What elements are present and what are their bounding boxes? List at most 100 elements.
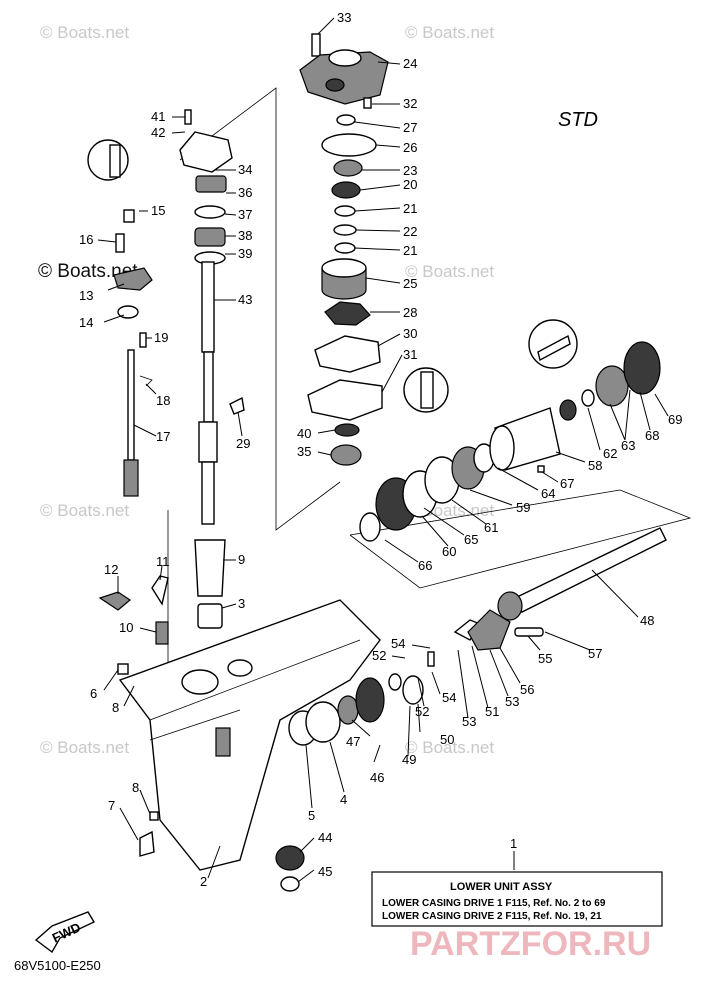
callout-26: 26	[403, 140, 417, 155]
callout-28: 28	[403, 305, 417, 320]
watermarks: © Boats.net © Boats.net © Boats.net © Bo…	[38, 23, 494, 757]
callout-21: 21	[403, 201, 417, 216]
callout-42: 42	[151, 125, 165, 140]
callout-33: 33	[337, 10, 351, 25]
callout-59: 59	[516, 500, 530, 515]
callout-45: 45	[318, 864, 332, 879]
reverse-gear-group	[359, 443, 495, 542]
callout-54b: 54	[442, 690, 456, 705]
callout-19: 19	[154, 330, 168, 345]
drive-shaft-assembly	[179, 109, 245, 629]
callout-48: 48	[640, 613, 654, 628]
std-label: STD	[558, 109, 598, 131]
callout-37: 37	[238, 207, 252, 222]
callout-7: 7	[108, 798, 115, 813]
callout-52b: 52	[415, 704, 429, 719]
callout-51: 51	[485, 704, 499, 719]
legend-line-2: LOWER CASING DRIVE 2 F115, Ref. No. 19, …	[382, 911, 602, 922]
callout-43: 43	[238, 292, 252, 307]
callout-20: 20	[403, 177, 417, 192]
callout-39: 39	[238, 246, 252, 261]
shift-rod-assembly	[87, 139, 153, 497]
callout-13: 13	[79, 288, 93, 303]
watermark-text: © Boats.net	[40, 501, 129, 520]
callout-49: 49	[402, 752, 416, 767]
callout-9: 9	[238, 552, 245, 567]
legend-ref: 1	[510, 836, 517, 851]
callout-46: 46	[370, 770, 384, 785]
callout-30: 30	[403, 326, 417, 341]
callout-56: 56	[520, 682, 534, 697]
watermark-text: © Boats.net	[40, 23, 129, 42]
callout-2: 2	[200, 874, 207, 889]
callout-67: 67	[560, 476, 574, 491]
legend-line-1: LOWER CASING DRIVE 1 F115, Ref. No. 2 to…	[382, 898, 606, 909]
callout-12: 12	[104, 562, 118, 577]
callout-60: 60	[442, 544, 456, 559]
callout-65: 65	[464, 532, 478, 547]
watermark-text: © Boats.net	[38, 261, 138, 282]
callout-64: 64	[541, 486, 555, 501]
leader-lines	[97, 17, 669, 883]
callout-27: 27	[403, 120, 417, 135]
callout-5: 5	[308, 808, 315, 823]
callout-41: 41	[151, 109, 165, 124]
callout-44: 44	[318, 830, 332, 845]
callout-3: 3	[238, 596, 245, 611]
callout-29: 29	[236, 436, 250, 451]
callout-36: 36	[238, 185, 252, 200]
callout-24: 24	[403, 56, 417, 71]
callout-58: 58	[588, 458, 602, 473]
legend-box: 1 LOWER UNIT ASSY LOWER CASING DRIVE 1 F…	[371, 836, 663, 927]
water-pump-housing	[299, 33, 389, 109]
callout-numbers: 33 24 3 2 27 26 23 20 21 22 21 25 28 30 3…	[79, 10, 682, 889]
propeller-shaft	[497, 527, 667, 621]
detail-callout-circles	[403, 319, 578, 413]
callout-40: 40	[297, 426, 311, 441]
callout-21b: 21	[403, 243, 417, 258]
callout-38: 38	[238, 228, 252, 243]
watermark-text: © Boats.net	[405, 23, 494, 42]
callout-47: 47	[346, 734, 360, 749]
callout-66: 66	[418, 558, 432, 573]
callout-6: 6	[90, 686, 97, 701]
callout-62: 62	[603, 446, 617, 461]
diagram-code: 68V5100-E250	[14, 958, 101, 973]
callout-54: 54	[391, 636, 405, 651]
callout-8b: 8	[132, 780, 139, 795]
callout-4: 4	[340, 792, 347, 807]
fwd-label: FWD	[50, 920, 83, 946]
callout-69: 69	[668, 412, 682, 427]
callout-25: 25	[403, 276, 417, 291]
lower-casing	[118, 599, 381, 871]
site-watermark: PARTZFOR.RU	[410, 925, 651, 963]
callout-68: 68	[645, 428, 659, 443]
water-pump-stack	[307, 114, 383, 466]
clutch-shift-parts	[427, 609, 544, 667]
shaft-housing-group	[489, 341, 661, 473]
callout-31: 31	[403, 347, 417, 362]
fwd-arrow: FWD	[34, 911, 95, 954]
callout-15: 15	[151, 203, 165, 218]
callout-57: 57	[588, 646, 602, 661]
callout-16: 16	[79, 232, 93, 247]
watermark-text: © Boats.net	[405, 738, 494, 757]
watermark-text: © Boats.net	[40, 738, 129, 757]
callout-35: 35	[297, 444, 311, 459]
callout-23: 23	[403, 163, 417, 178]
callout-61: 61	[484, 520, 498, 535]
callout-53b: 53	[505, 694, 519, 709]
callout-22: 22	[403, 224, 417, 239]
callout-18: 18	[156, 393, 170, 408]
callout-34: 34	[238, 162, 252, 177]
callout-63: 63	[621, 438, 635, 453]
callout-53: 53	[462, 714, 476, 729]
callout-17: 17	[156, 429, 170, 444]
forward-gear-group	[288, 673, 424, 746]
pinion-gear	[275, 845, 305, 892]
callout-8: 8	[112, 700, 119, 715]
callout-10: 10	[119, 620, 133, 635]
watermark-text: © Boats.net	[405, 262, 494, 281]
legend-title: LOWER UNIT ASSY	[450, 881, 553, 893]
